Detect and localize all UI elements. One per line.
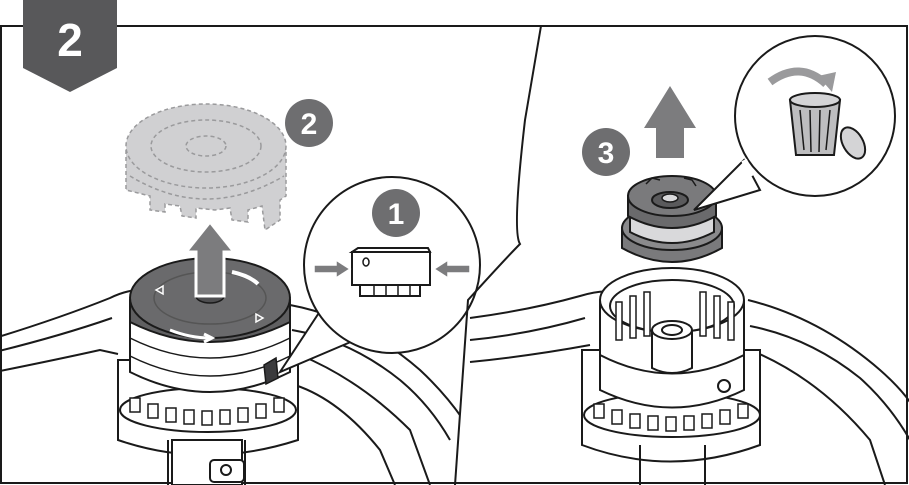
spool-cap [129,257,291,393]
trash-bin-icon [767,67,867,160]
release-tab-detail [277,176,481,375]
callout-3-label: 3 [598,137,615,170]
dispose-detail [693,35,896,211]
right-panel [469,267,909,485]
panel-divider [454,25,542,485]
squeeze-arrows [313,258,471,280]
lift-arrow-left [182,219,238,298]
frame [0,25,908,484]
callout-3: 3 [582,128,630,176]
callout-2-label: 2 [301,108,318,141]
callout-2: 2 [285,99,333,147]
spool [621,175,723,263]
spool-housing [581,267,761,485]
lift-arrow-right [644,86,696,158]
left-panel [0,103,473,485]
step-badge: 2 [23,0,117,92]
callout-1-label: 1 [388,198,405,231]
step-number: 2 [57,14,83,66]
cap-removed-ghost [125,103,287,232]
release-tab [348,247,432,297]
callout-1: 1 [372,189,420,237]
